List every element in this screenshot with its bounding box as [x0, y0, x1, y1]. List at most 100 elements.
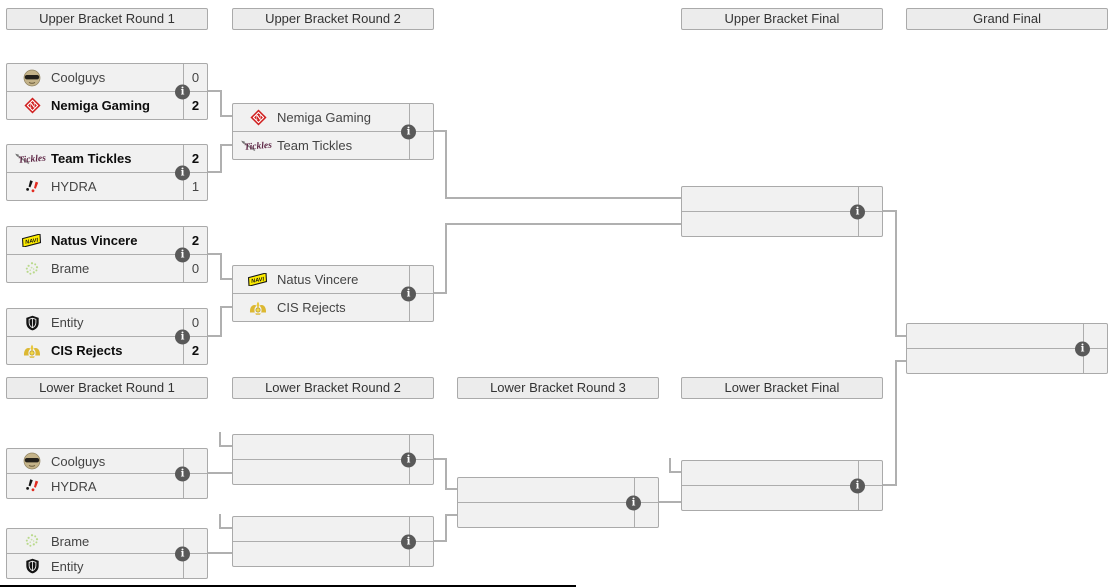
bracket-connector-line [220, 144, 232, 146]
team-name: Natus Vincere [277, 272, 359, 287]
nemiga-gaming-logo-icon [239, 109, 277, 126]
team-name: Coolguys [51, 70, 106, 85]
team-name: Brame [51, 261, 90, 276]
team-row-tbd [233, 541, 433, 566]
match-info-icon[interactable]: i [175, 466, 190, 481]
team-score: 2 [183, 145, 207, 172]
info-glyph: i [406, 536, 411, 547]
team-row-nemiga-gaming[interactable]: Nemiga Gaming [233, 104, 433, 131]
match-ub-r1-4: Entity 0 CIS Rejects 2 i [6, 308, 208, 365]
bracket-connector-line [883, 210, 897, 212]
header-lower-bracket-final: Lower Bracket Final [681, 377, 883, 399]
team-tickles-logo-icon [13, 152, 51, 166]
info-glyph: i [406, 126, 411, 137]
match-info-icon[interactable]: i [175, 247, 190, 262]
header-lower-bracket-round-1: Lower Bracket Round 1 [6, 377, 208, 399]
team-row-tbd [458, 502, 658, 527]
bracket-connector-line [669, 471, 681, 473]
team-name: Team Tickles [51, 151, 132, 166]
match-info-icon[interactable]: i [175, 84, 190, 99]
team-row-tbd [682, 211, 882, 236]
bracket-connector-line [220, 253, 222, 279]
match-info-icon[interactable]: i [401, 452, 416, 467]
info-glyph: i [1080, 343, 1085, 354]
match-info-icon[interactable]: i [626, 495, 641, 510]
team-row-hydra[interactable]: HYDRA [7, 473, 207, 498]
team-score [183, 449, 207, 473]
match-lb-r2-2: i [232, 516, 434, 567]
team-score [1083, 324, 1107, 348]
team-row-natus-vincere[interactable]: Natus Vincere 2 [7, 227, 207, 254]
coolguys-logo-icon [13, 452, 51, 470]
bracket-connector-line [208, 171, 222, 173]
bracket-connector-line [895, 360, 897, 486]
match-info-icon[interactable]: i [1075, 341, 1090, 356]
natus-vincere-logo-icon [13, 234, 51, 247]
brame-logo-icon [13, 533, 51, 549]
team-name: Nemiga Gaming [277, 110, 371, 125]
bracket-connector-line [219, 432, 221, 447]
team-row-brame[interactable]: Brame [7, 529, 207, 553]
team-score: 0 [183, 309, 207, 336]
match-info-icon[interactable]: i [401, 124, 416, 139]
match-info-icon[interactable]: i [401, 286, 416, 301]
team-row-cis-rejects[interactable]: CIS Rejects 2 [7, 336, 207, 364]
match-info-icon[interactable]: i [401, 534, 416, 549]
entity-logo-icon [13, 558, 51, 574]
team-row-coolguys[interactable]: Coolguys 0 [7, 64, 207, 91]
match-info-icon[interactable]: i [175, 329, 190, 344]
bracket-connector-line [445, 130, 447, 199]
team-score [858, 486, 882, 510]
match-info-icon[interactable]: i [175, 546, 190, 561]
team-row-brame[interactable]: Brame 0 [7, 254, 207, 282]
team-row-tbd [233, 517, 433, 541]
info-glyph: i [180, 468, 185, 479]
header-grand-final: Grand Final [906, 8, 1108, 30]
team-row-tbd [233, 435, 433, 459]
bracket-connector-line [208, 335, 222, 337]
bracket-connector-line [445, 458, 447, 490]
team-row-cis-rejects[interactable]: CIS Rejects [233, 293, 433, 321]
team-row-hydra[interactable]: HYDRA 1 [7, 172, 207, 200]
info-glyph: i [180, 249, 185, 260]
team-row-entity[interactable]: Entity 0 [7, 309, 207, 336]
bracket-connector-line [220, 90, 222, 117]
info-glyph: i [631, 497, 636, 508]
team-row-entity[interactable]: Entity [7, 553, 207, 578]
team-score [409, 266, 433, 293]
match-lb-r1-2: Brame Entity i [6, 528, 208, 579]
bracket-connector-line [658, 501, 682, 503]
info-glyph: i [180, 548, 185, 559]
match-ub-r1-2: Team Tickles 2 HYDRA 1 i [6, 144, 208, 201]
team-score [634, 503, 658, 527]
team-score: 1 [183, 173, 207, 200]
bracket-connector-line [208, 472, 232, 474]
bracket-connector-line [219, 445, 232, 447]
team-score [183, 529, 207, 553]
team-row-team-tickles[interactable]: Team Tickles 2 [7, 145, 207, 172]
team-name: Natus Vincere [51, 233, 138, 248]
team-score [409, 460, 433, 484]
match-info-icon[interactable]: i [850, 478, 865, 493]
bracket-connector-line [445, 197, 681, 199]
team-row-natus-vincere[interactable]: Natus Vincere [233, 266, 433, 293]
team-row-tbd [907, 324, 1107, 348]
bracket-connector-line [445, 223, 447, 294]
match-info-icon[interactable]: i [850, 204, 865, 219]
match-ub-final: i [681, 186, 883, 237]
team-name: Team Tickles [277, 138, 353, 153]
team-score: 2 [183, 337, 207, 364]
team-row-team-tickles[interactable]: Team Tickles [233, 131, 433, 159]
hydra-logo-icon [13, 179, 51, 195]
match-info-icon[interactable]: i [175, 165, 190, 180]
info-glyph: i [406, 454, 411, 465]
header-upper-bracket-final: Upper Bracket Final [681, 8, 883, 30]
team-row-coolguys[interactable]: Coolguys [7, 449, 207, 473]
team-row-tbd [682, 187, 882, 211]
match-ub-r2-2: Natus Vincere CIS Rejects i [232, 265, 434, 322]
team-row-nemiga-gaming[interactable]: Nemiga Gaming 2 [7, 91, 207, 119]
nemiga-gaming-logo-icon [13, 97, 51, 114]
window-bottom-edge [0, 585, 576, 587]
team-score [183, 474, 207, 498]
bracket-connector-line [433, 292, 447, 294]
